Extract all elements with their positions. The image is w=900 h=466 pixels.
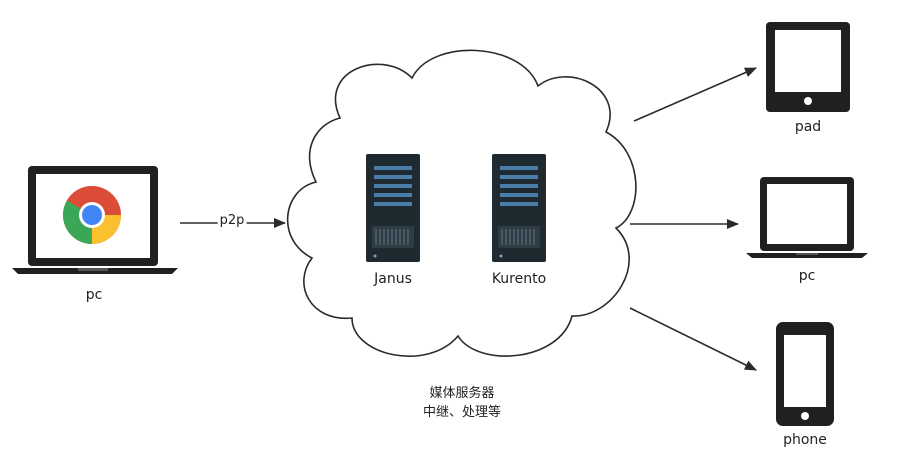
arrow-to-phone — [629, 307, 757, 371]
tablet-icon — [766, 22, 850, 112]
phone-icon — [776, 322, 834, 426]
kurento-label: Kurento — [491, 271, 547, 287]
kurento-server-icon — [492, 154, 546, 262]
phone-label: phone — [783, 432, 827, 448]
target-pc-label: pc — [798, 268, 816, 284]
source-pc-label: pc — [85, 287, 103, 303]
media-server-cloud — [286, 49, 637, 357]
cloud-caption-line1: 媒体服务器 — [429, 386, 495, 401]
p2p-label: p2p — [217, 213, 247, 228]
cloud-caption-line2: 中继、处理等 — [422, 405, 502, 420]
target-laptop-icon — [746, 177, 868, 258]
chrome-logo-icon — [63, 186, 121, 244]
cloud-caption: 媒体服务器 中继、处理等 — [423, 384, 501, 422]
arrow-to-pad — [633, 67, 757, 122]
pad-label: pad — [794, 119, 822, 135]
janus-server-icon — [366, 154, 420, 262]
janus-label: Janus — [374, 271, 412, 287]
